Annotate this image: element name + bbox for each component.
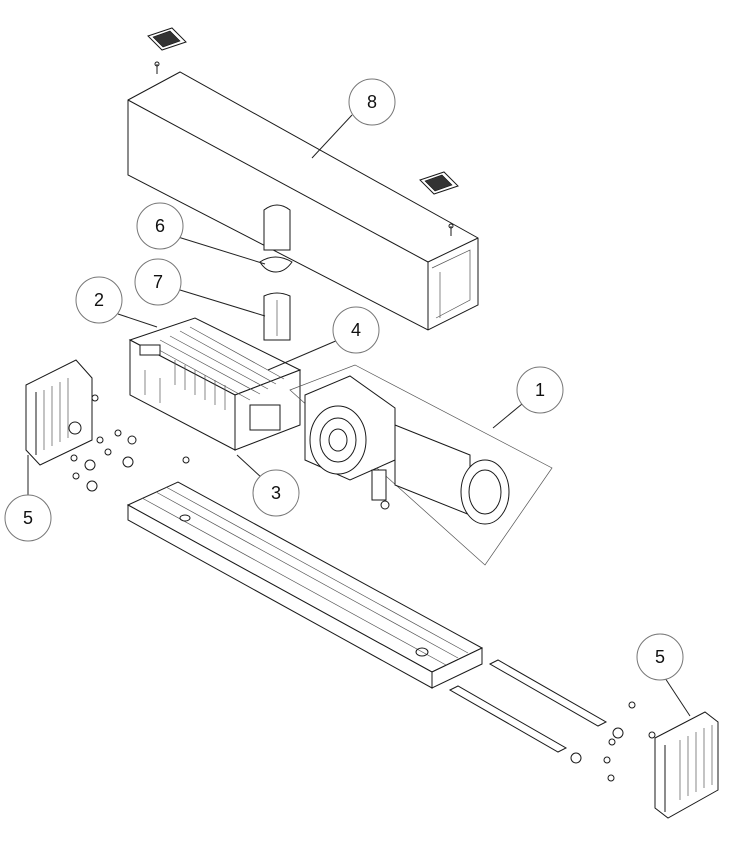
callout-7-label: 7 [153,272,163,292]
callout-6: 6 [136,202,184,250]
cover-label-plate-icon [419,171,459,195]
callout-6-label: 6 [155,216,165,236]
callout-5-right-label: 5 [655,647,665,667]
cover-screw-icon [154,61,160,74]
part-2-controller-housing [128,317,302,451]
part-8-top-cover [127,27,479,331]
callout-2: 2 [75,276,123,324]
part-1-gear-motor [289,364,553,566]
base-rail [126,481,484,689]
callout-8: 8 [348,78,396,126]
callout-7: 7 [134,258,182,306]
leader-lines [27,114,691,717]
callout-1-label: 1 [535,380,545,400]
callout-8-label: 8 [367,92,377,112]
callout-3: 3 [252,469,300,517]
fasteners-right [603,701,656,782]
part-5-left-end-cap [25,359,99,466]
fasteners-left [70,429,190,492]
guide-bars [448,659,624,764]
cover-screw-icon [448,223,454,236]
callout-4-label: 4 [351,320,361,340]
part-6-7-slotted-plates [259,204,293,341]
cover-label-plate-icon [147,27,187,51]
part-5-right-end-cap [654,711,719,819]
callout-2-label: 2 [94,290,104,310]
callout-4: 4 [332,306,380,354]
callout-1: 1 [516,366,564,414]
callout-5-right: 5 [636,633,684,681]
callout-5-left-label: 5 [23,508,33,528]
callout-5-left: 5 [4,494,52,542]
callout-3-label: 3 [271,483,281,503]
